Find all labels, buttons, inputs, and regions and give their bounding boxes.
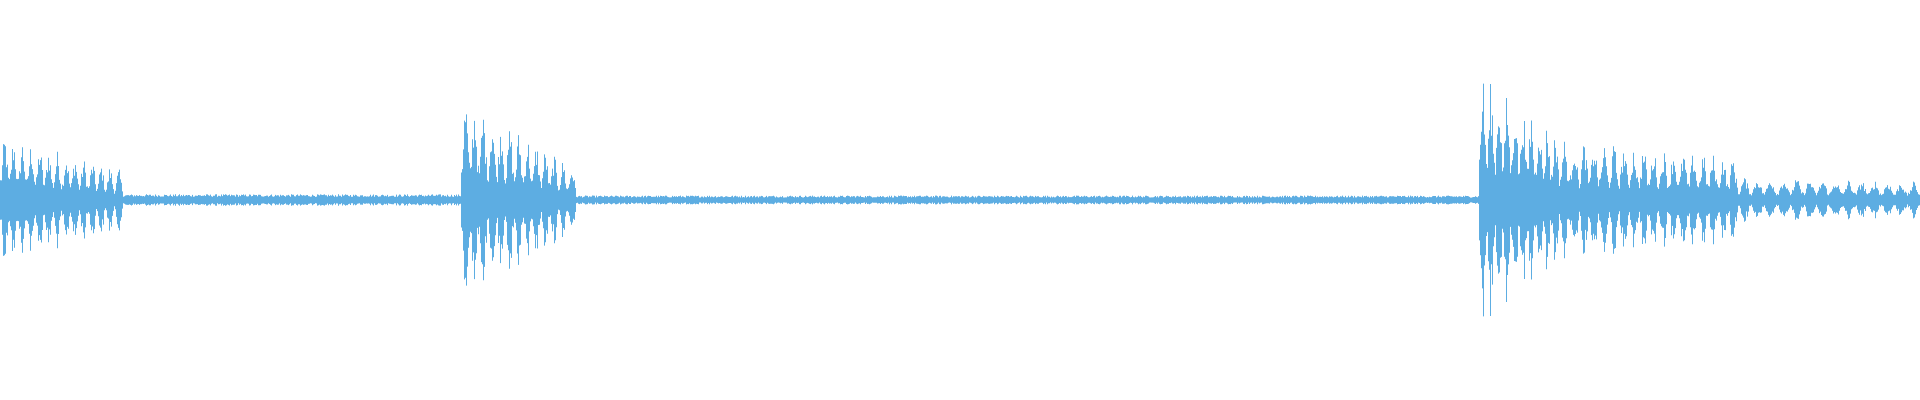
audio-waveform bbox=[0, 83, 1920, 317]
audio-waveform-panel bbox=[0, 83, 1920, 317]
